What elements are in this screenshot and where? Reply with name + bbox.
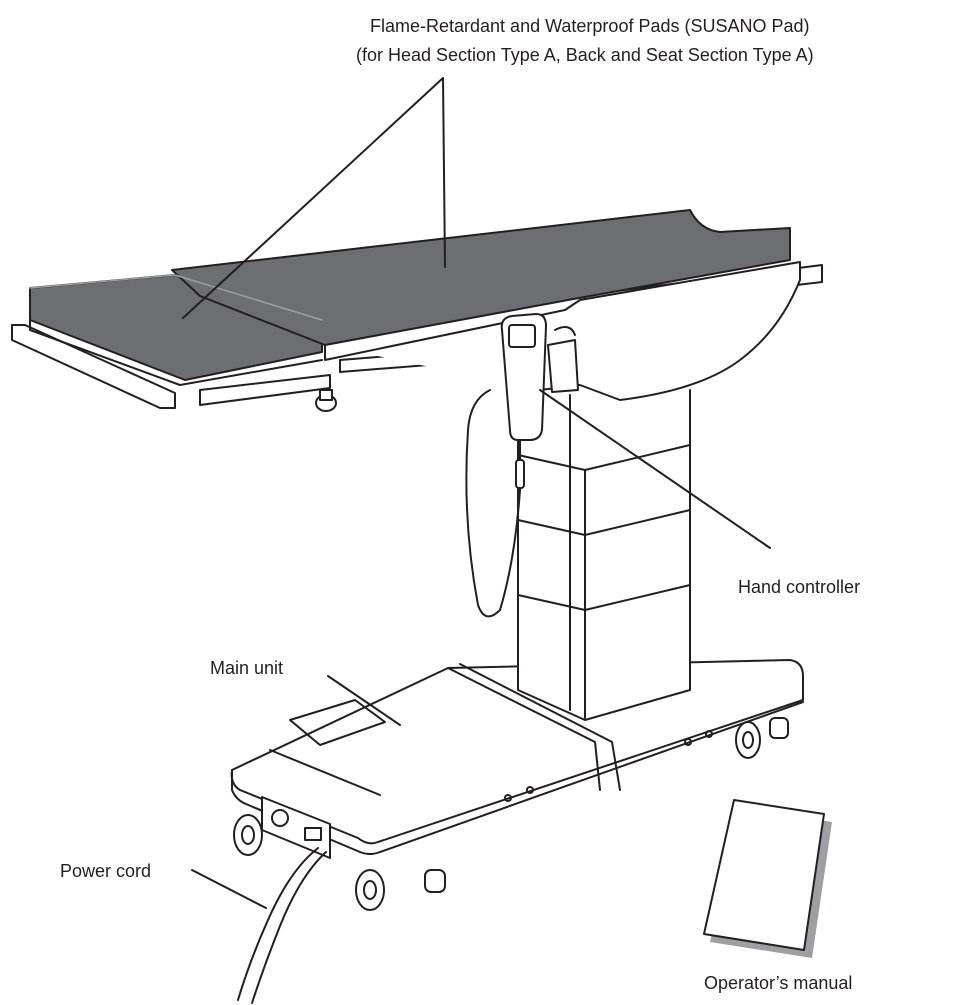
hand-controller (465, 313, 547, 618)
main-unit-base (230, 659, 804, 855)
power-cord (237, 847, 327, 1004)
pads-label-line2: (for Head Section Type A, Back and Seat … (356, 45, 814, 65)
adjustment-knob (315, 389, 337, 412)
operators-manual-label: Operator’s manual (704, 973, 853, 993)
power-cord-label: Power cord (60, 861, 152, 881)
pads-label-line1: Flame-Retardant and Waterproof Pads (SUS… (370, 16, 810, 36)
leader-lines (182, 77, 771, 909)
susano-pads (29, 209, 791, 381)
table-column (517, 389, 691, 721)
controller-holder (547, 325, 579, 393)
back-seat-pad (171, 209, 791, 346)
hand-controller-label: Hand controller (738, 577, 861, 597)
casters (233, 717, 789, 911)
main-unit-label: Main unit (210, 658, 284, 678)
operators-manual-booklet (703, 799, 832, 958)
connector-panel (261, 796, 331, 859)
